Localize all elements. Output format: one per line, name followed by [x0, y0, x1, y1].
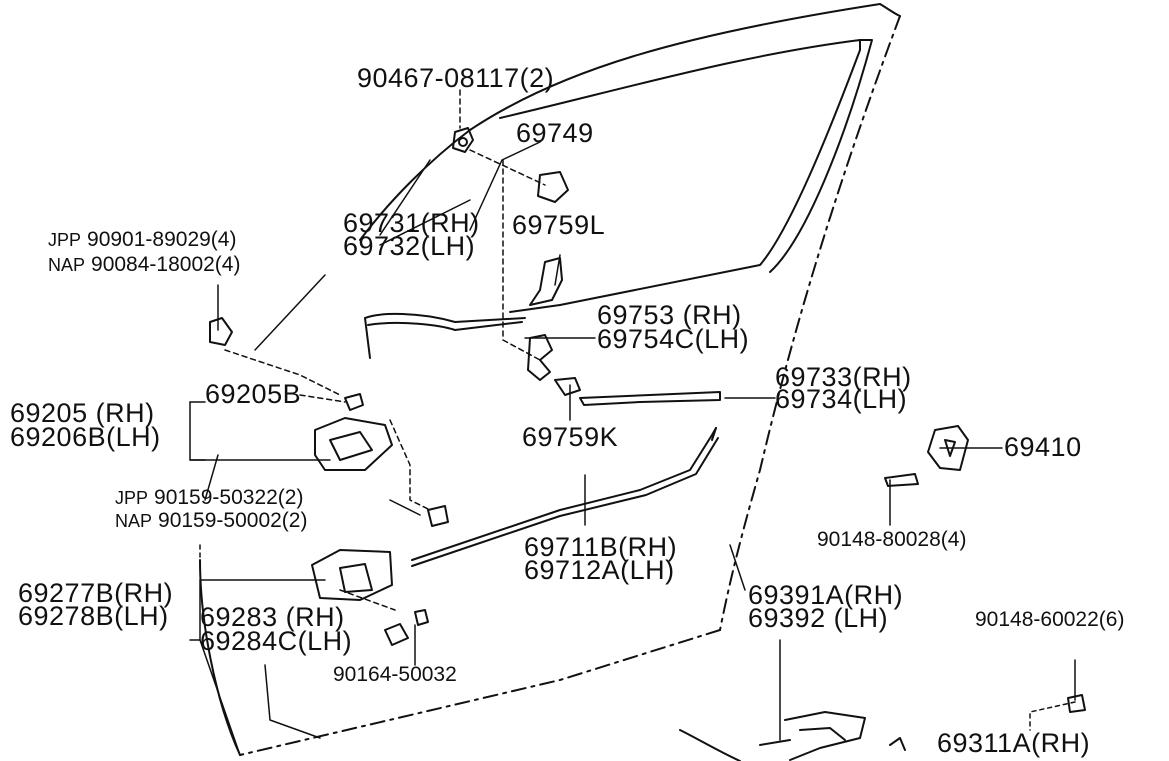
label-69759k: 69759K	[522, 422, 619, 452]
label-69278b-lh: 69278B(LH)	[18, 601, 169, 631]
nap-part-2: 90159-50002(2)	[158, 509, 308, 532]
label-69284c-lh: 69284C(LH)	[200, 626, 353, 656]
nap-part: 90084-18002(4)	[91, 253, 241, 276]
label-90164-50032: 90164-50032	[333, 663, 457, 686]
label-69731-rh: 69731(RH)	[343, 208, 480, 238]
label-69391a-rh: 69391A(RH)	[748, 580, 904, 610]
label-69392-lh: 69392 (LH)	[748, 603, 889, 633]
rods	[364, 312, 721, 567]
jpp-part: 90901-89029(4)	[87, 228, 237, 251]
label-69732-lh: 69732(LH)	[343, 231, 476, 261]
label-69205-rh: 69205 (RH)	[10, 398, 155, 428]
label-69205b: 69205B	[205, 379, 302, 409]
label-69754c-lh: 69754C(LH)	[597, 324, 750, 354]
label-69311a-rh: 69311A(RH)	[937, 728, 1091, 758]
label-69753-rh: 69753 (RH)	[597, 300, 742, 330]
leader-lines	[189, 89, 1076, 756]
label-90467-08117: 90467-08117(2)	[357, 63, 555, 93]
label-69749: 69749	[516, 118, 594, 148]
nap-prefix: NAP	[48, 255, 86, 275]
jpp-part-2: 90159-50322(2)	[154, 486, 304, 509]
label-69206b-lh: 69206B(LH)	[10, 422, 161, 452]
label-69759l: 69759L	[512, 210, 606, 240]
label-69711b-rh: 69711B(RH)	[524, 532, 678, 562]
jpp-prefix-2: JPP	[115, 488, 149, 508]
label-69734-lh: 69734(LH)	[775, 384, 908, 414]
label-90148-80028: 90148-80028(4)	[817, 528, 967, 551]
window-outline	[499, 39, 873, 313]
label-69277b-rh: 69277B(RH)	[18, 578, 174, 608]
label-69410: 69410	[1004, 432, 1082, 462]
jpp-prefix: JPP	[48, 230, 82, 250]
label-90148-60022: 90148-60022(6)	[975, 608, 1125, 631]
label-69733-rh: 69733(RH)	[775, 362, 912, 392]
label-69712a-lh: 69712A(LH)	[524, 555, 675, 585]
label-69283-rh: 69283 (RH)	[200, 602, 345, 632]
door-frame	[199, 3, 901, 756]
nap-prefix-2: NAP	[115, 511, 153, 531]
hardware-parts	[209, 127, 1086, 761]
